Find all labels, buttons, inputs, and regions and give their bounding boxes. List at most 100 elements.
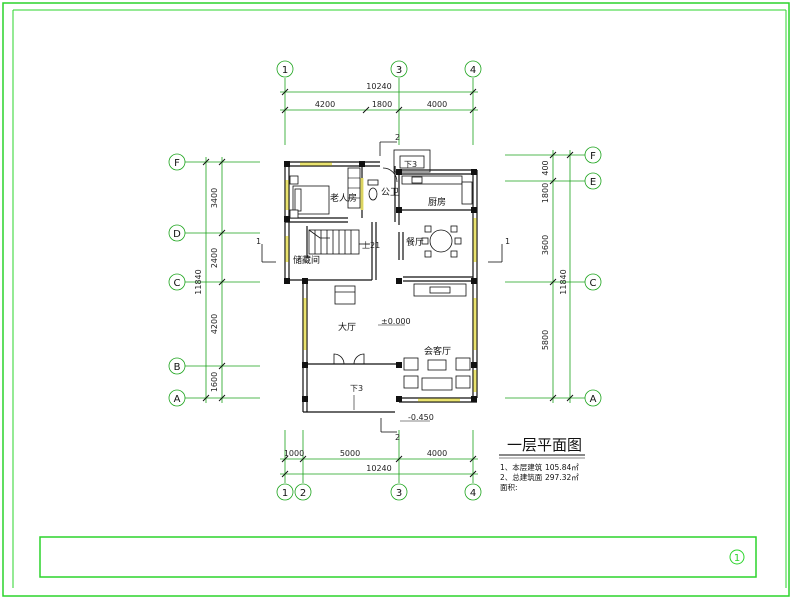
sofa (421, 377, 453, 391)
tick (566, 151, 574, 159)
axis-label-bottom-4: 4 (470, 488, 476, 499)
axis-bubble-bottom-4 (464, 483, 482, 501)
chair (454, 237, 462, 245)
dining-table (429, 229, 453, 253)
tick (202, 158, 210, 166)
dim-left-seg-4: 1600 (210, 372, 219, 392)
axis-label-right-E: E (590, 177, 596, 188)
column (284, 216, 290, 222)
dim-right-seg-2: 1800 (541, 183, 550, 203)
tick (395, 106, 403, 114)
tick (549, 177, 557, 185)
chair (450, 225, 458, 233)
side-entry-step (399, 155, 425, 169)
sink (411, 176, 423, 184)
sofa-chair (403, 357, 419, 371)
room-kitchen: 厨房 (428, 196, 446, 208)
stair-shape (308, 229, 330, 239)
section-mark-right-label: 1 (505, 237, 510, 246)
chair (421, 237, 429, 245)
note-3: 面积: (500, 482, 518, 492)
tv (429, 286, 451, 294)
level-entry: -0.450 (408, 413, 434, 422)
tick (281, 106, 289, 114)
note-1-value: 105.84㎡ (545, 463, 579, 472)
axis-bubble-bottom-1 (276, 483, 294, 501)
tick (202, 394, 210, 402)
dim-right-seg-1: 400 (541, 160, 550, 175)
door-leaf (353, 353, 365, 365)
column (396, 207, 402, 213)
toilet (368, 187, 378, 201)
axis-bubble-left-C (168, 273, 186, 291)
axis-label-top-4: 4 (470, 65, 476, 76)
axis-bubble-top-3 (390, 60, 408, 78)
axis-label-left-A: A (174, 394, 181, 405)
tick (469, 106, 477, 114)
axis-label-bottom-1: 1 (282, 488, 288, 499)
side-entry (393, 149, 431, 173)
toilet-tank (367, 179, 379, 186)
tick (549, 151, 557, 159)
pillow (294, 188, 302, 212)
coffee-table (427, 359, 447, 371)
column (471, 278, 477, 284)
axis-bubble-top-4 (464, 60, 482, 78)
tick (469, 455, 477, 463)
down3-top: 下3 (404, 160, 417, 169)
column (284, 161, 290, 167)
sofa-chair (403, 375, 419, 389)
axis-label-left-C: C (174, 278, 181, 289)
column (302, 278, 308, 284)
axis-bubble-right-C (584, 273, 602, 291)
tick (281, 455, 289, 463)
axis-label-right-F: F (590, 151, 596, 162)
note-2: 2、总建筑面 (500, 472, 543, 482)
axis-bubble-right-F (584, 146, 602, 164)
tick (362, 106, 370, 114)
column (302, 396, 308, 402)
stair-label: 上21 (362, 241, 380, 250)
dim-right-seg-3: 3600 (541, 235, 550, 255)
kitchen-counter (401, 175, 463, 185)
column (396, 396, 402, 402)
column (396, 278, 402, 284)
title-block (39, 536, 757, 578)
outer-frame (2, 2, 790, 597)
axis-label-bottom-3: 3 (396, 488, 402, 499)
dim-top-seg-3: 4000 (427, 100, 447, 109)
chair (424, 225, 432, 233)
dim-left-seg-3: 4200 (210, 314, 219, 334)
column (302, 362, 308, 368)
dim-bottom-seg-2: 5000 (340, 449, 360, 458)
column (471, 169, 477, 175)
plan-title: 一层平面图 (507, 436, 582, 454)
chair (450, 250, 458, 258)
room-elder: 老人房 (330, 192, 357, 204)
section-mark-left-label: 1 (256, 237, 261, 246)
axis-label-right-C: C (590, 278, 597, 289)
tick (218, 362, 226, 370)
nightstand (289, 175, 299, 185)
axis-bubble-bottom-2 (294, 483, 312, 501)
dim-right-total: 11840 (559, 269, 568, 294)
axis-bubble-right-E (584, 172, 602, 190)
dim-top-seg-1: 4200 (315, 100, 335, 109)
axis-bubble-right-A (584, 389, 602, 407)
axis-label-left-B: B (174, 362, 181, 373)
tick (218, 394, 226, 402)
tick (469, 470, 477, 478)
dim-top-seg-2: 1800 (372, 100, 392, 109)
down3-bottom: 下3 (350, 384, 363, 393)
nightstand (289, 209, 299, 219)
marker-top-2: 2 (395, 133, 400, 142)
column (471, 396, 477, 402)
room-wc: 公卫 (381, 187, 399, 198)
door-leaf (333, 353, 345, 365)
tick (281, 88, 289, 96)
room-dining: 餐厅 (406, 236, 424, 248)
axis-label-right-A: A (590, 394, 597, 405)
sheet-number: 1 (734, 553, 740, 564)
axis-bubble-bottom-3 (390, 483, 408, 501)
chair (424, 250, 432, 258)
